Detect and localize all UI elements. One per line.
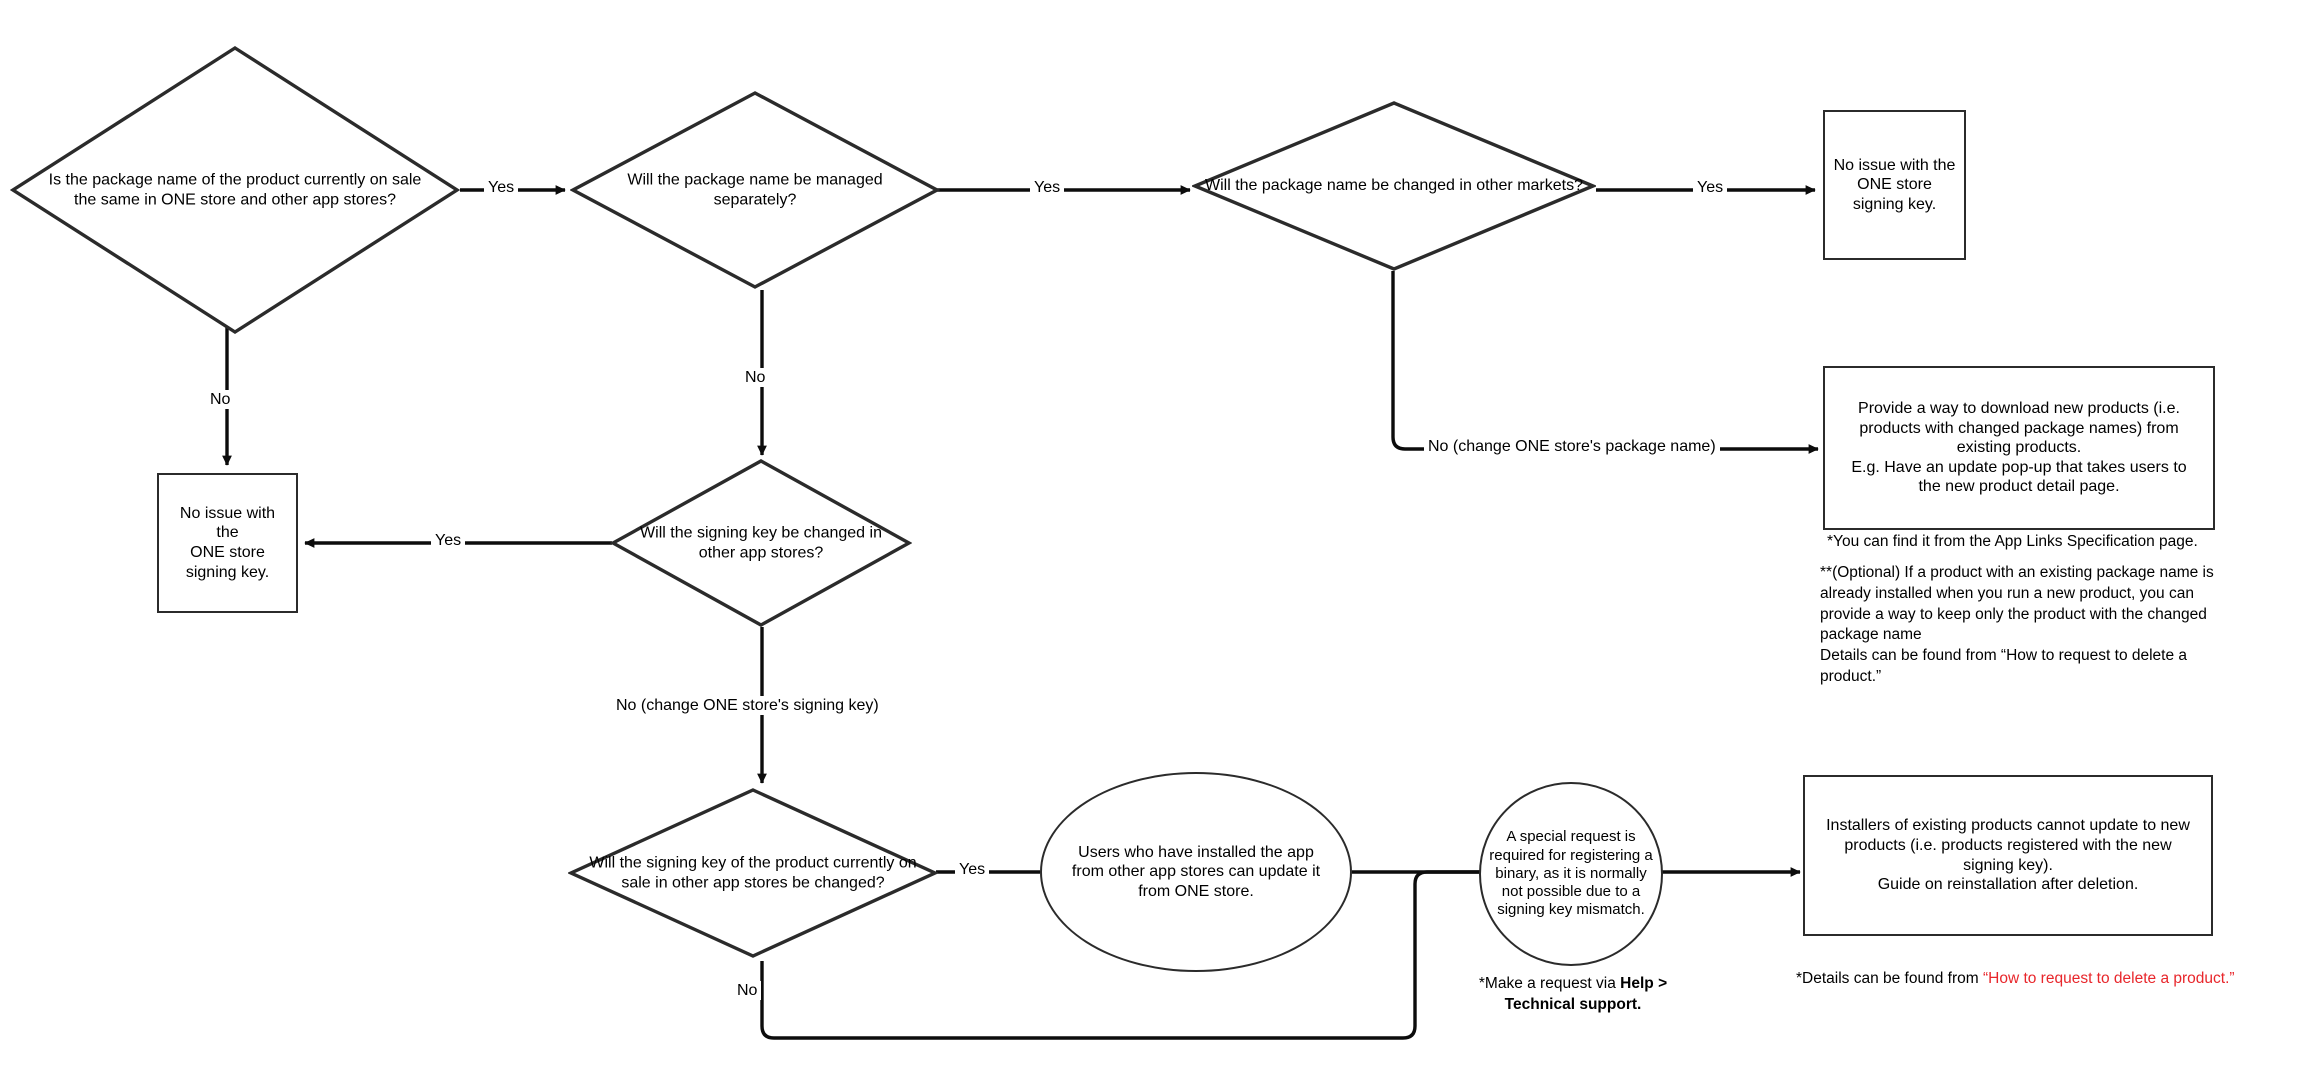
outcome-provide-download-path-line5: the new product detail page. xyxy=(1918,478,2120,496)
diamond-shape xyxy=(570,91,940,289)
outcome-no-issue-top-right[interactable]: No issue with the ONE store signing key. xyxy=(1823,110,1966,260)
note-details-link[interactable]: “How to request to delete a product.” xyxy=(1982,969,2235,987)
edge-label-d1-yes: Yes xyxy=(484,178,519,198)
edge-label-d2-yes: Yes xyxy=(1030,178,1065,198)
edge-label-d3-yes: Yes xyxy=(1693,178,1728,198)
outcome-provide-download-path[interactable]: Provide a way to download new products (… xyxy=(1823,366,2215,530)
outcome-installers-cannot-update-line2: products (i.e. products registered with … xyxy=(1844,836,2172,854)
edge-label-d5-yes: Yes xyxy=(955,860,990,880)
edge-label-d4-yes: Yes xyxy=(431,531,466,551)
decision-signing-key-changed-line2: other app stores? xyxy=(698,544,824,561)
decision-manage-separately-line1: Will the package name be managed xyxy=(627,171,883,189)
outcome-no-issue-mid-left[interactable]: No issue with the ONE store signing key. xyxy=(157,473,298,613)
diamond-shape xyxy=(568,788,938,958)
decision-changed-other-markets[interactable]: Will the package name be changed in othe… xyxy=(1192,100,1596,272)
note-optional-package-name: **(Optional) If a product with an existi… xyxy=(1820,564,2214,685)
note-make-a-request: *Make a request via Help > Technical sup… xyxy=(1448,953,1698,1015)
decision-manage-separately[interactable]: Will the package name be managed separat… xyxy=(570,90,940,290)
outcome-special-request-line4: not possible due to a xyxy=(1501,883,1641,901)
diamond-shape xyxy=(610,459,912,627)
edge-d5-no xyxy=(760,870,1482,1040)
decision-changed-other-markets-line1: Will the package name be changed in othe… xyxy=(1205,177,1583,195)
decision-signing-key-changed[interactable]: Will the signing key be changed in other… xyxy=(610,458,912,628)
note-make-a-request-bold: Help > Technical support. xyxy=(1504,974,1668,1013)
decision-package-name-same-line1: Is the package name of the product curre… xyxy=(48,171,422,189)
decision-signing-key-changed-line1: Will the signing key be changed in xyxy=(640,524,882,542)
outcome-installers-cannot-update-line4: Guide on reinstallation after deletion. xyxy=(1877,876,2139,894)
outcome-provide-download-path-line4: E.g. Have an update pop-up that takes us… xyxy=(1851,458,2187,476)
diamond-shape xyxy=(10,45,460,335)
outcome-special-request[interactable]: A special request is required for regist… xyxy=(1479,782,1663,966)
outcome-no-issue-top-right-line3: signing key. xyxy=(1852,195,1937,213)
outcome-installers-cannot-update[interactable]: Installers of existing products cannot u… xyxy=(1803,775,2213,936)
outcome-no-issue-mid-left-line2: ONE store xyxy=(190,544,265,561)
outcome-no-issue-top-right-line1: No issue with the xyxy=(1833,156,1956,174)
outcome-no-issue-mid-left-line3: signing key. xyxy=(185,563,270,581)
decision-signing-key-other-stores-line2: sale in other app stores be changed? xyxy=(621,874,885,891)
outcome-users-can-update-line1: Users who have installed the app xyxy=(1078,843,1314,861)
outcome-no-issue-mid-left-line1: No issue with the xyxy=(179,504,276,542)
outcome-special-request-line5: signing key mismatch. xyxy=(1497,901,1645,919)
edge-label-d2-no: No xyxy=(741,368,770,388)
outcome-provide-download-path-line2: products with changed package names) fro… xyxy=(1859,419,2179,437)
decision-package-name-same[interactable]: Is the package name of the product curre… xyxy=(10,45,460,335)
edge-d3-no xyxy=(1391,271,1819,454)
decision-manage-separately-line2: separately? xyxy=(713,191,797,208)
decision-package-name-same-line2: the same in ONE store and other app stor… xyxy=(74,191,396,208)
edge-label-d3-no: No (change ONE store's package name) xyxy=(1424,437,1720,457)
edge-label-d1-no: No xyxy=(206,390,235,410)
outcome-users-can-update-line2: from other app stores can update it xyxy=(1071,863,1321,881)
outcome-provide-download-path-line1: Provide a way to download new products (… xyxy=(1858,400,2180,418)
outcome-no-issue-top-right-line2: ONE store xyxy=(1857,176,1932,194)
decision-signing-key-other-stores-line1: Will the signing key of the product curr… xyxy=(589,854,917,872)
outcome-special-request-line2: required for registering a xyxy=(1489,846,1653,864)
outcome-provide-download-path-line3: existing products. xyxy=(1956,439,2082,457)
outcome-special-request-line1: A special request is xyxy=(1506,828,1636,846)
outcome-installers-cannot-update-line3: signing key). xyxy=(1963,856,2053,874)
note-make-a-request-prefix: *Make a request via xyxy=(1478,974,1621,992)
outcome-users-can-update-line3: from ONE store. xyxy=(1138,882,1254,900)
outcome-installers-cannot-update-line1: Installers of existing products cannot u… xyxy=(1826,817,2190,835)
note-app-links-spec: *You can find it from the App Links Spec… xyxy=(1827,533,2198,550)
diamond-shape xyxy=(1192,101,1596,271)
decision-signing-key-other-stores[interactable]: Will the signing key of the product curr… xyxy=(568,787,938,959)
note-details-delete-product: *Details can be found from “How to reque… xyxy=(1796,948,2296,990)
outcome-users-can-update[interactable]: Users who have installed the app from ot… xyxy=(1040,772,1352,972)
edge-label-d4-no: No (change ONE store's signing key) xyxy=(612,696,883,716)
edge-label-d5-no: No xyxy=(733,981,762,1001)
note-details-prefix: *Details can be found from xyxy=(1796,969,1983,987)
outcome-special-request-line3: binary, as it is normally xyxy=(1495,864,1647,882)
